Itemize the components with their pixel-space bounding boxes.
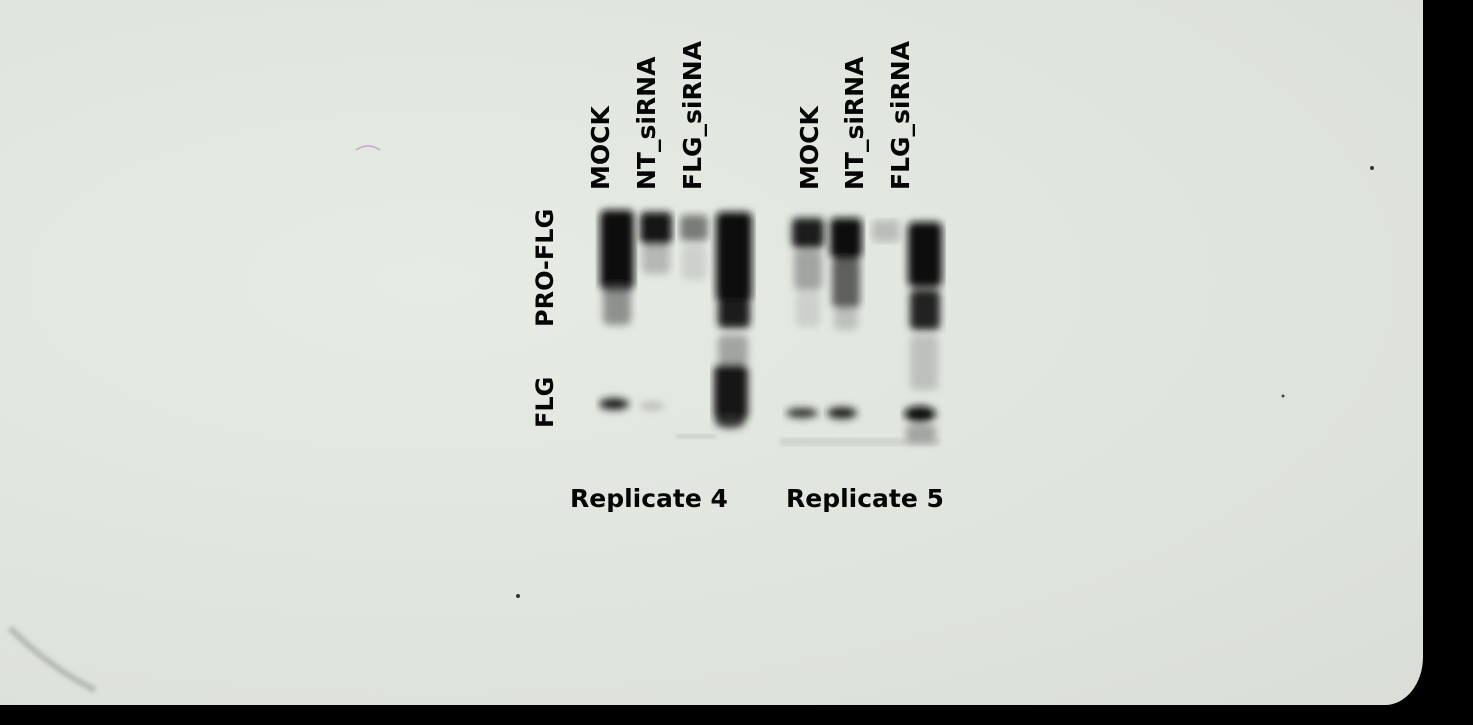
replicate-5-label: Replicate 5 <box>786 484 944 513</box>
rep4-lane-mock <box>599 210 634 410</box>
rep5-lane-label-nt: NT_siRNA <box>840 56 869 190</box>
rep4-lane-label-nt: NT_siRNA <box>632 56 661 190</box>
rep4-lane-label-mock: MOCK <box>586 106 615 190</box>
rep5-lane-flg <box>872 220 900 242</box>
blot-bands <box>7 145 1374 693</box>
rep4-lane-flg <box>680 215 708 280</box>
rep5-lane-label-flg: FLG_siRNA <box>886 41 915 190</box>
pro-flg-band-label: PRO-FLG <box>531 208 559 327</box>
rep5-lane-nt <box>827 218 862 419</box>
rep5-lane-extra <box>904 222 942 443</box>
rep4-lane-nt <box>640 212 672 410</box>
rep4-lane-extra <box>714 212 752 428</box>
rep5-lane-mock <box>786 218 824 418</box>
replicate-4-label: Replicate 4 <box>570 484 728 513</box>
western-blot-film: MOCK NT_siRNA FLG_siRNA MOCK NT_siRNA FL… <box>0 0 1423 705</box>
rep5-lane-label-mock: MOCK <box>795 106 824 190</box>
flg-band-label: FLG <box>531 376 559 428</box>
rep4-lane-label-flg: FLG_siRNA <box>678 41 707 190</box>
